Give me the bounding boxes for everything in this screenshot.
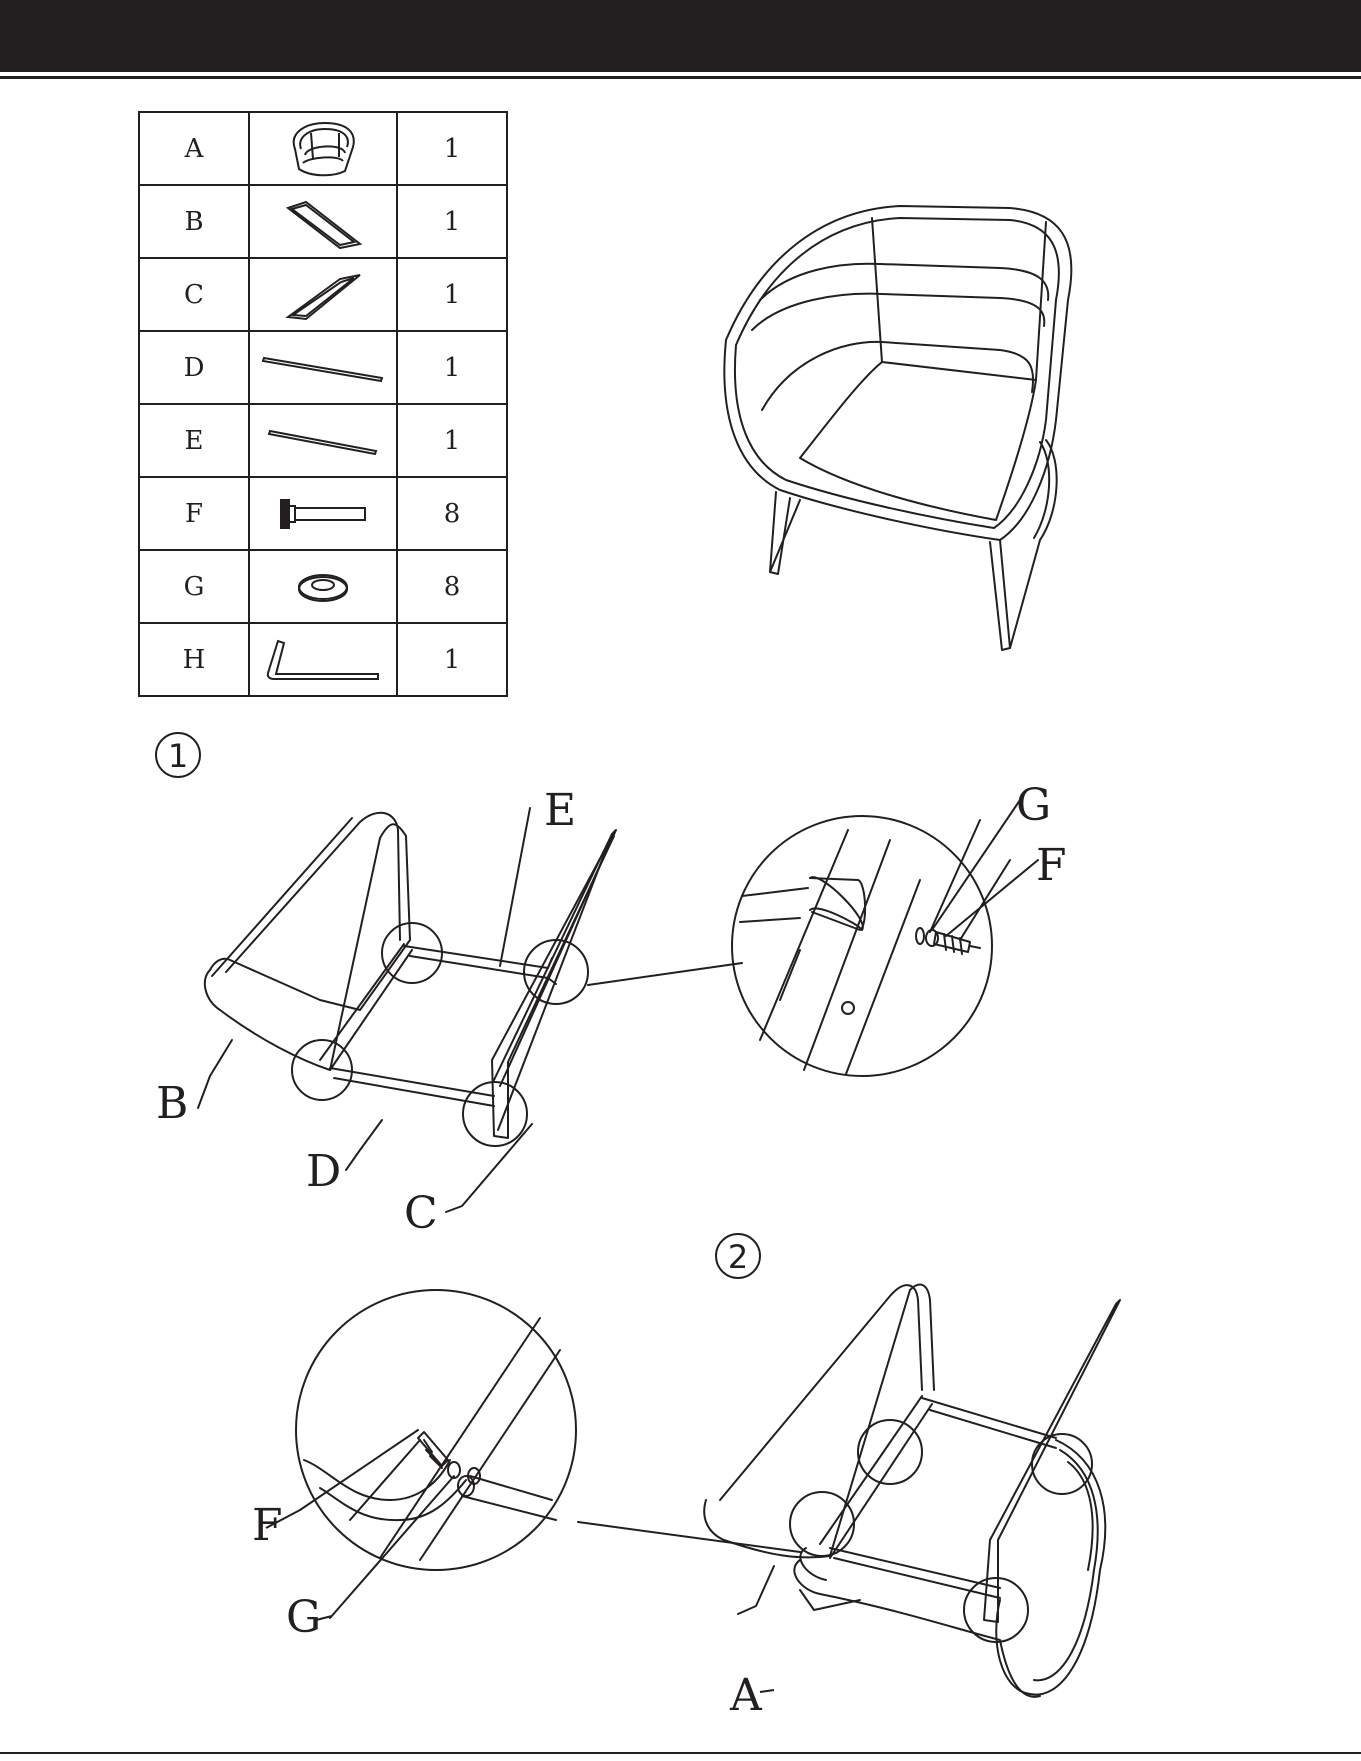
label-leaders	[198, 800, 1038, 1614]
step1-frame-illustration	[205, 813, 742, 1146]
label-c: C	[404, 1188, 438, 1239]
step1-zoom-detail	[732, 816, 1010, 1076]
label-g: G	[1016, 780, 1051, 831]
step2-number: 2	[728, 1238, 748, 1276]
assembled-chair-illustration	[724, 206, 1071, 650]
label-f-step2: F	[252, 1500, 283, 1551]
label-b: B	[156, 1078, 188, 1129]
label-e: E	[544, 785, 576, 836]
label-d: D	[306, 1146, 341, 1197]
label-f: F	[1036, 840, 1067, 891]
footer-rule	[0, 1752, 1361, 1754]
label-g-step2: G	[286, 1592, 321, 1643]
step1-number: 1	[168, 737, 188, 775]
step2-chair-illustration	[704, 1285, 1120, 1697]
label-a: A	[729, 1670, 763, 1721]
step2-zoom-detail	[296, 1290, 800, 1618]
